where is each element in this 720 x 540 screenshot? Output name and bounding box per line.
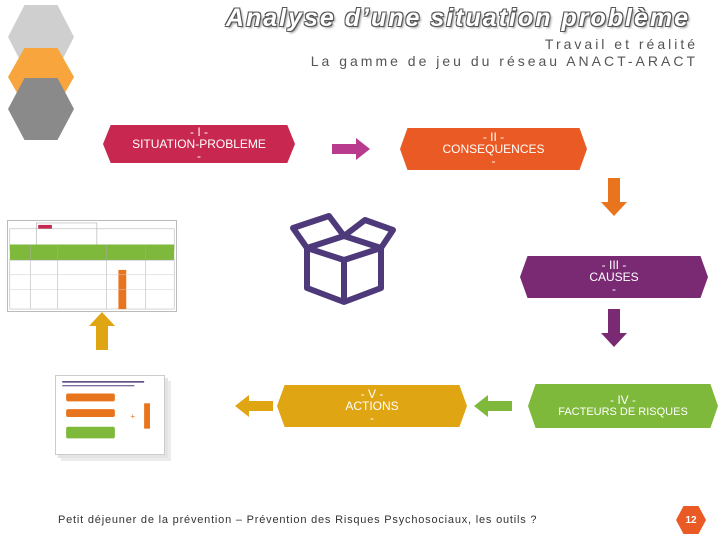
slide-title: Analyse d’une situation problème	[225, 4, 690, 32]
step-tail: -	[491, 154, 496, 168]
slide-subtitle-1: Travail et réalité	[544, 36, 698, 52]
open-box-icon	[290, 213, 396, 305]
arrow-left-icon	[235, 395, 273, 417]
step-label: CAUSES	[589, 270, 639, 284]
svg-text:+: +	[130, 412, 135, 421]
arrow-right-icon	[332, 138, 370, 160]
step-label: ACTIONS	[345, 399, 399, 413]
arrow-up-icon	[89, 312, 115, 350]
step-facteurs-de-risques: - IV - FACTEURS DE RISQUES	[528, 384, 718, 428]
step-consequences: - II - CONSEQUENCES -	[400, 128, 587, 170]
step-situation-probleme: - I - SITUATION-PROBLEME -	[103, 125, 295, 163]
step-causes: - III - CAUSES -	[520, 256, 708, 298]
step-roman: - V -	[360, 387, 384, 401]
step-tail: -	[612, 282, 616, 296]
footer-text: Petit déjeuner de la prévention – Préven…	[58, 514, 538, 526]
step-label: SITUATION-PROBLEME	[132, 137, 266, 151]
step-actions: - V - ACTIONS -	[277, 385, 467, 427]
step-tail: -	[370, 411, 374, 425]
arrow-left-icon	[474, 395, 512, 417]
step-roman: - IV -	[610, 393, 636, 407]
step-tail: -	[197, 149, 201, 163]
page-number: 12	[676, 506, 706, 534]
step-roman: - I -	[190, 125, 208, 139]
step-label: CONSEQUENCES	[442, 142, 545, 156]
step-roman: - III -	[601, 258, 627, 272]
step-roman: - II -	[482, 130, 505, 144]
slide-subtitle-2: La gamme de jeu du réseau ANACT-ARACT	[310, 53, 698, 69]
arrow-down-icon	[601, 309, 627, 347]
step-label: FACTEURS DE RISQUES	[558, 406, 688, 418]
arrow-down-icon	[601, 178, 627, 216]
worksheet-thumbnail	[7, 220, 177, 312]
method-sheet-thumbnail: +	[55, 375, 165, 455]
